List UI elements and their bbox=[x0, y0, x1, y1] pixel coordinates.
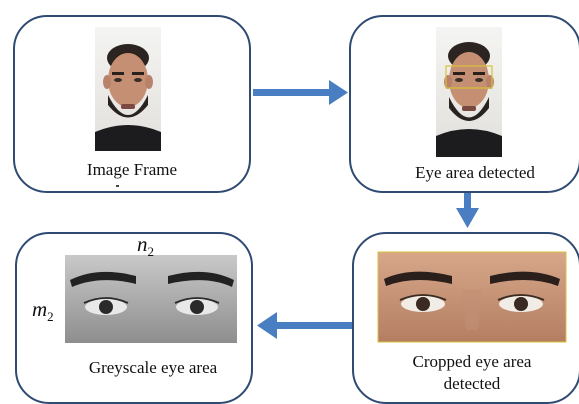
greyscale-label: Greyscale eye area bbox=[88, 358, 218, 377]
width-dimension-label: n2 bbox=[137, 232, 154, 260]
arrow-right bbox=[253, 80, 348, 105]
image-frame-label: Image Frame bbox=[86, 160, 178, 179]
detection-rectangle bbox=[445, 65, 493, 89]
eye-detected-label: Eye area detected bbox=[415, 163, 535, 182]
height-dimension-label: m2 bbox=[32, 297, 54, 325]
arrow-down bbox=[456, 193, 479, 228]
cropped-label-line1: Cropped eye area bbox=[412, 352, 532, 371]
cropped-label-line2: detected bbox=[443, 374, 501, 393]
stray-mark bbox=[116, 185, 119, 187]
arrow-left bbox=[257, 312, 352, 339]
